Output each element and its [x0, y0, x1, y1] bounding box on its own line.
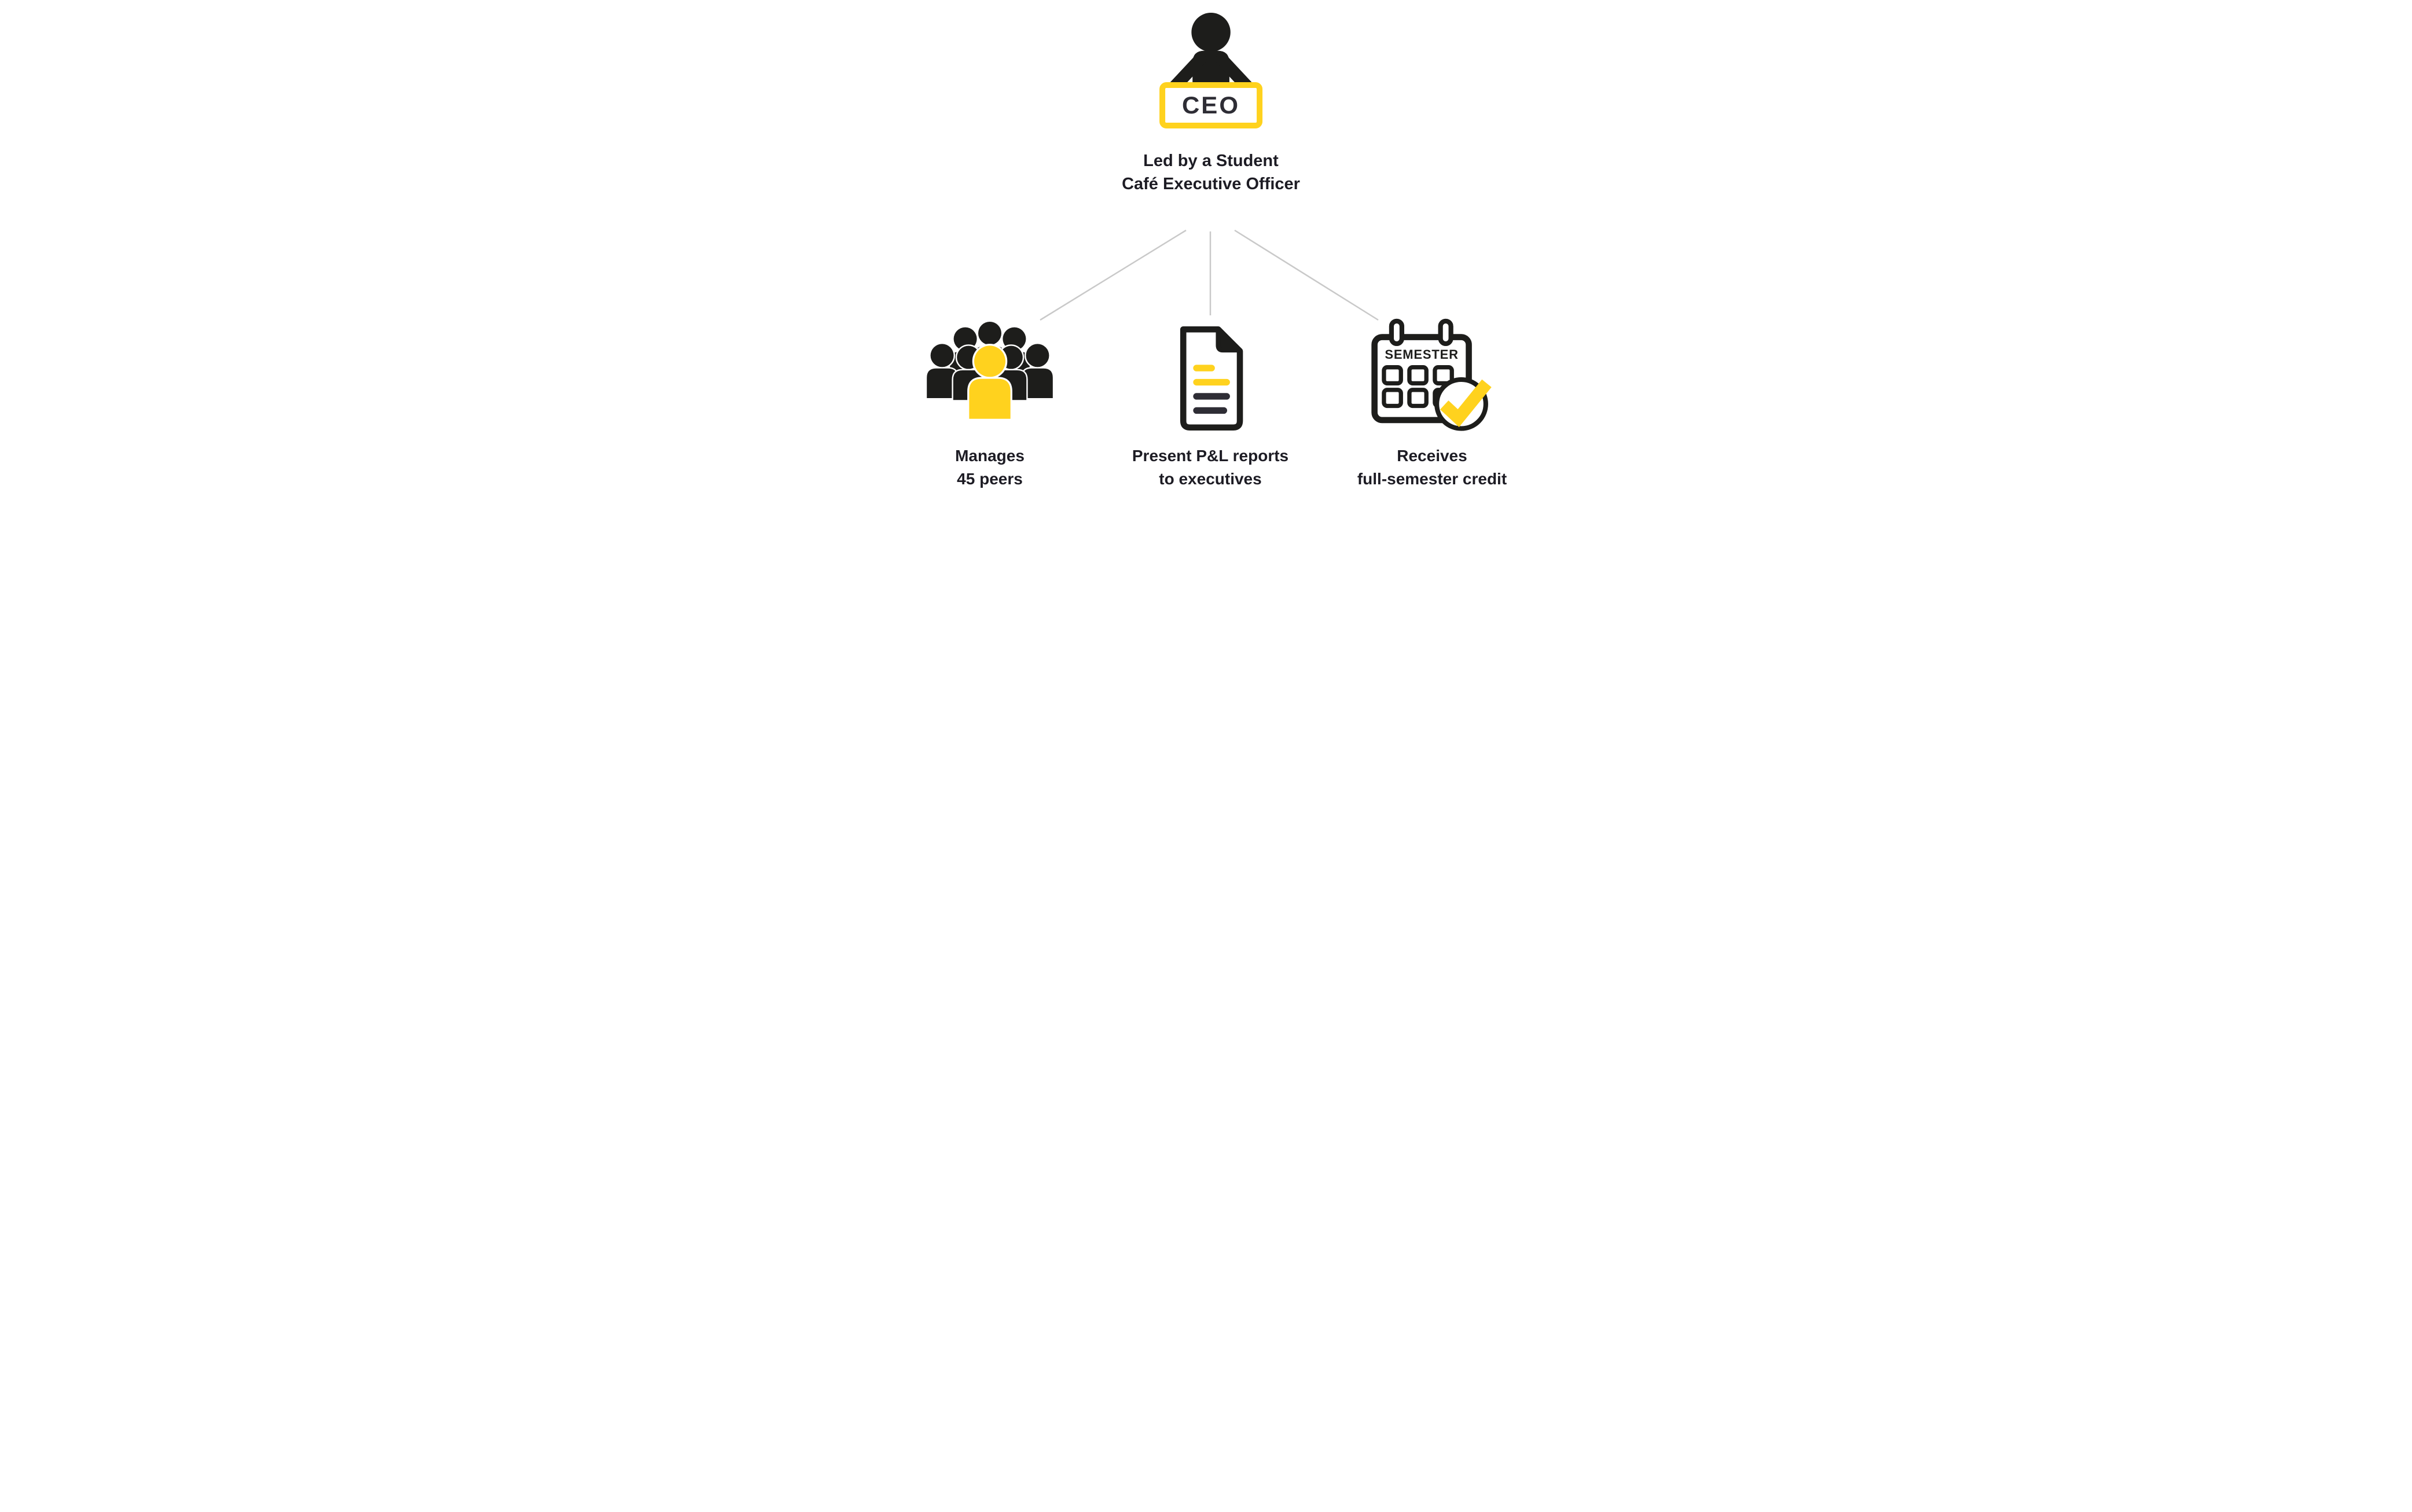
ceo-sign: CEO	[1159, 82, 1262, 128]
ceo-subtitle-line1: Led by a Student	[1143, 152, 1279, 170]
ceo-sign-label: CEO	[1181, 91, 1240, 119]
caption-line2: full-semester credit	[1357, 469, 1507, 488]
crowd-person-outer-right	[1020, 343, 1055, 400]
caption-pl-reports: Present P&L reports to executives	[1132, 444, 1288, 491]
calendar-icon-wrap: SEMESTER	[1368, 317, 1496, 435]
calendar-cell	[1382, 388, 1403, 409]
calendar-cell	[1433, 365, 1454, 386]
ceo-figure-group: CEO Led by a Student Café Executive Offi…	[1122, 13, 1300, 196]
caption-semester-credit: Receives full-semester credit	[1357, 444, 1507, 491]
calendar-cell	[1407, 388, 1429, 409]
branch-manages-peers: Manages 45 peers	[868, 317, 1111, 491]
calendar-ring-left-inner	[1389, 318, 1404, 347]
connector-lines	[1040, 229, 1379, 321]
document-icon	[1180, 326, 1243, 431]
infographic-canvas: CEO Led by a Student Café Executive Offi…	[804, 0, 1608, 504]
calendar-cell	[1407, 365, 1429, 386]
calendar-ring-right-inner	[1438, 318, 1453, 347]
caption-line1: Receives	[1397, 447, 1467, 465]
checkmark-icon	[1440, 379, 1492, 428]
caption-line2: to executives	[1159, 469, 1262, 488]
connector-line-right	[1234, 229, 1379, 321]
calendar-check-icon: SEMESTER	[1371, 318, 1492, 431]
caption-manages-peers: Manages 45 peers	[955, 444, 1025, 491]
calendar-cell	[1382, 365, 1403, 386]
ceo-subtitle-line2: Café Executive Officer	[1122, 175, 1300, 194]
branch-semester-credit: SEMESTER Receives full-semester credit	[1310, 317, 1554, 491]
caption-line1: Manages	[955, 447, 1025, 465]
document-sheet	[1180, 326, 1243, 431]
document-icon-wrap	[1163, 317, 1258, 435]
branch-pl-reports: Present P&L reports to executives	[1089, 317, 1332, 491]
caption-line2: 45 peers	[957, 469, 1023, 488]
connector-line-left	[1040, 229, 1187, 321]
crowd-person-front-yellow	[967, 344, 1012, 421]
crowd-person-outer-left	[925, 343, 959, 400]
document-fold-corner	[1215, 327, 1242, 353]
person-head	[1191, 13, 1231, 52]
ceo-subtitle: Led by a Student Café Executive Officer	[1122, 149, 1300, 196]
crowd-icon	[925, 320, 1055, 421]
calendar-label: SEMESTER	[1385, 347, 1458, 362]
caption-line1: Present P&L reports	[1132, 447, 1289, 465]
crowd-icon-wrap	[920, 317, 1059, 435]
